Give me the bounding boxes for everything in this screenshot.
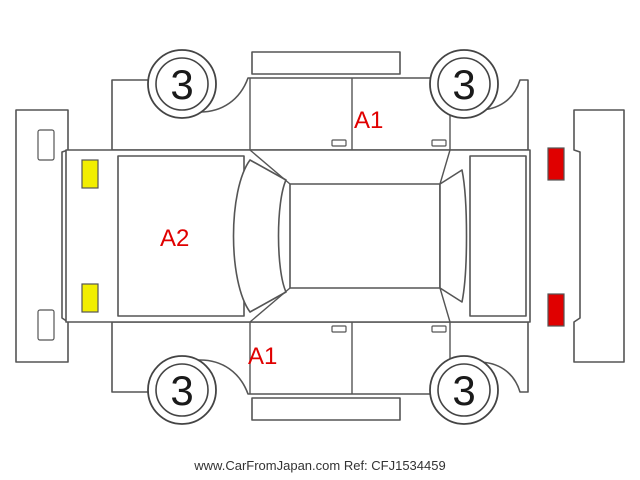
rear-bumper xyxy=(573,109,625,363)
damage-mark-hood: A2 xyxy=(160,225,189,252)
rear-window xyxy=(439,169,468,303)
front-bumper xyxy=(15,109,69,363)
wheel-rear-left-grade: 3 xyxy=(170,367,193,414)
trunk-panel xyxy=(469,155,527,317)
rear-lamp-lower xyxy=(547,293,565,327)
roof-center xyxy=(289,183,441,289)
wheel-front-left: 3 xyxy=(147,49,217,119)
reference-footer: www.CarFromJapan.com Ref: CFJ1534459 xyxy=(194,458,446,473)
rear-lamp-upper xyxy=(547,147,565,181)
hood-panel xyxy=(117,155,245,317)
windshield xyxy=(232,159,287,313)
car-body-top xyxy=(65,149,531,323)
roof-panel xyxy=(251,51,401,75)
front-lamp-lower xyxy=(81,283,99,313)
damage-mark-roof-top: A1 xyxy=(354,107,383,134)
wheel-front-right-grade: 3 xyxy=(452,61,475,108)
front-lamp-upper xyxy=(81,159,99,189)
wheel-rear-right: 3 xyxy=(429,355,499,425)
wheel-rear-left: 3 xyxy=(147,355,217,425)
wheel-rear-right-grade: 3 xyxy=(452,367,475,414)
wheel-front-right: 3 xyxy=(429,49,499,119)
damage-mark-lower-left-door: A1 xyxy=(248,343,277,370)
rocker-panel xyxy=(251,397,401,421)
wheel-front-left-grade: 3 xyxy=(170,61,193,108)
